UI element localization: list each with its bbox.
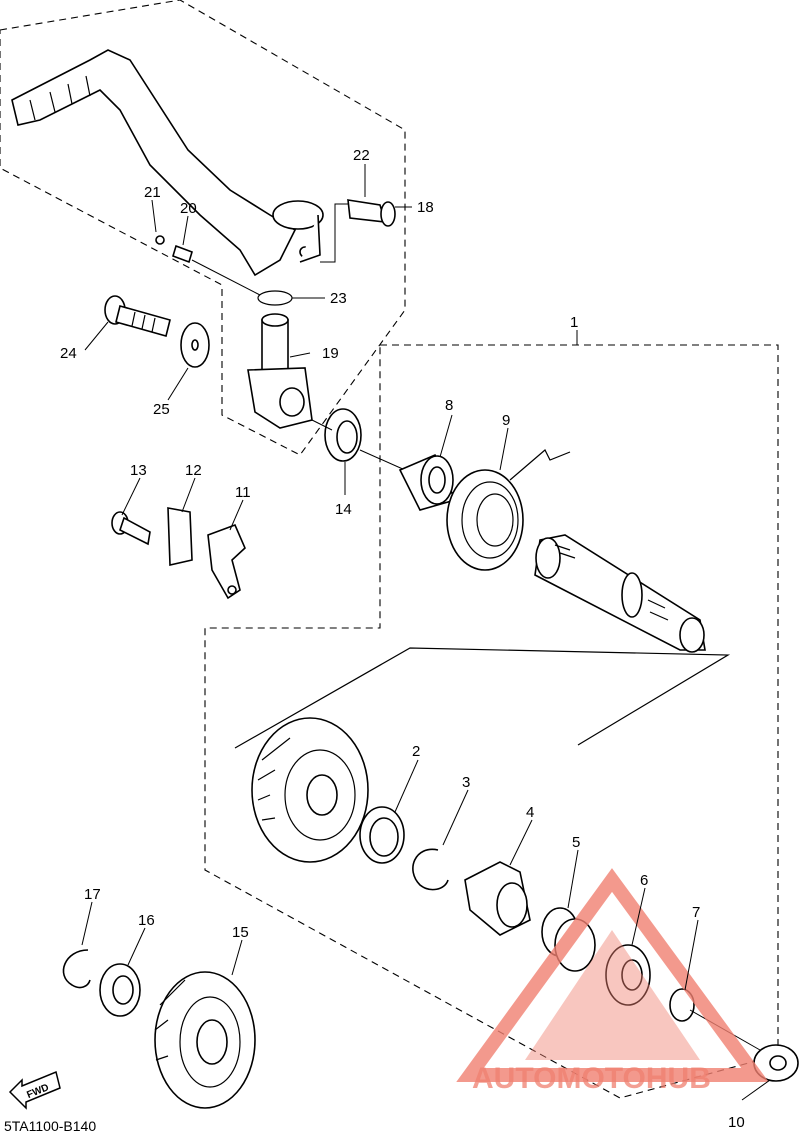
bolt-13 bbox=[111, 511, 151, 546]
kick-lever-group-outline bbox=[0, 0, 406, 456]
ratchet-4 bbox=[464, 861, 531, 936]
part-label-16: 16 bbox=[138, 912, 155, 929]
bushing-8 bbox=[398, 453, 457, 511]
circlip-7 bbox=[669, 988, 695, 1022]
part-label-1: 1 bbox=[570, 314, 578, 331]
part-label-5: 5 bbox=[572, 834, 580, 851]
part-label-2: 2 bbox=[412, 743, 420, 760]
circlip-23 bbox=[257, 290, 293, 306]
kick-shaft-assembly-outline bbox=[204, 344, 779, 1099]
gear-subgroup-outline bbox=[234, 647, 731, 749]
circlip-17 bbox=[62, 949, 91, 989]
part-label-11: 11 bbox=[235, 484, 251, 501]
kick-shaft bbox=[534, 534, 706, 653]
part-label-18: 18 bbox=[417, 199, 434, 216]
part-label-19: 19 bbox=[322, 345, 339, 362]
part-label-20: 20 bbox=[180, 200, 197, 217]
part-label-24: 24 bbox=[60, 345, 77, 362]
part-label-22: 22 bbox=[353, 147, 370, 164]
circlip-3 bbox=[412, 848, 449, 891]
part-label-14: 14 bbox=[335, 501, 352, 518]
part-label-15: 15 bbox=[232, 924, 249, 941]
fwd-direction-badge: FWD bbox=[8, 1070, 61, 1110]
part-label-7: 7 bbox=[692, 904, 700, 921]
part-label-4: 4 bbox=[526, 804, 534, 821]
part-label-9: 9 bbox=[502, 412, 510, 429]
part-label-3: 3 bbox=[462, 774, 470, 791]
part-label-25: 25 bbox=[153, 401, 170, 418]
kick-lever bbox=[11, 49, 324, 277]
part-label-21: 21 bbox=[144, 184, 161, 201]
part-label-12: 12 bbox=[185, 462, 202, 479]
watermark-logo bbox=[456, 868, 769, 1082]
bolt-24 bbox=[104, 295, 171, 337]
torsion-spring-9 bbox=[446, 449, 571, 571]
bolt-22 bbox=[320, 199, 396, 263]
idle-gear-15 bbox=[154, 971, 256, 1109]
part-label-8: 8 bbox=[445, 397, 453, 414]
kick-boss-19 bbox=[247, 313, 313, 429]
part-label-10: 10 bbox=[728, 1114, 745, 1131]
spring-20 bbox=[172, 244, 193, 264]
part-label-23: 23 bbox=[330, 290, 347, 307]
stopper-plate-12 bbox=[167, 507, 193, 566]
part-label-13: 13 bbox=[130, 462, 147, 479]
drawing-code: 5TA1100-B140 bbox=[4, 1118, 97, 1134]
kick-gear bbox=[251, 717, 369, 863]
leader-lines bbox=[81, 164, 771, 1101]
watermark-text: AUTOMOTOHUB bbox=[472, 1062, 711, 1095]
stopper-guide-11 bbox=[207, 523, 246, 600]
ball-21 bbox=[155, 235, 165, 245]
part-label-17: 17 bbox=[84, 886, 101, 903]
part-label-6: 6 bbox=[640, 872, 648, 889]
